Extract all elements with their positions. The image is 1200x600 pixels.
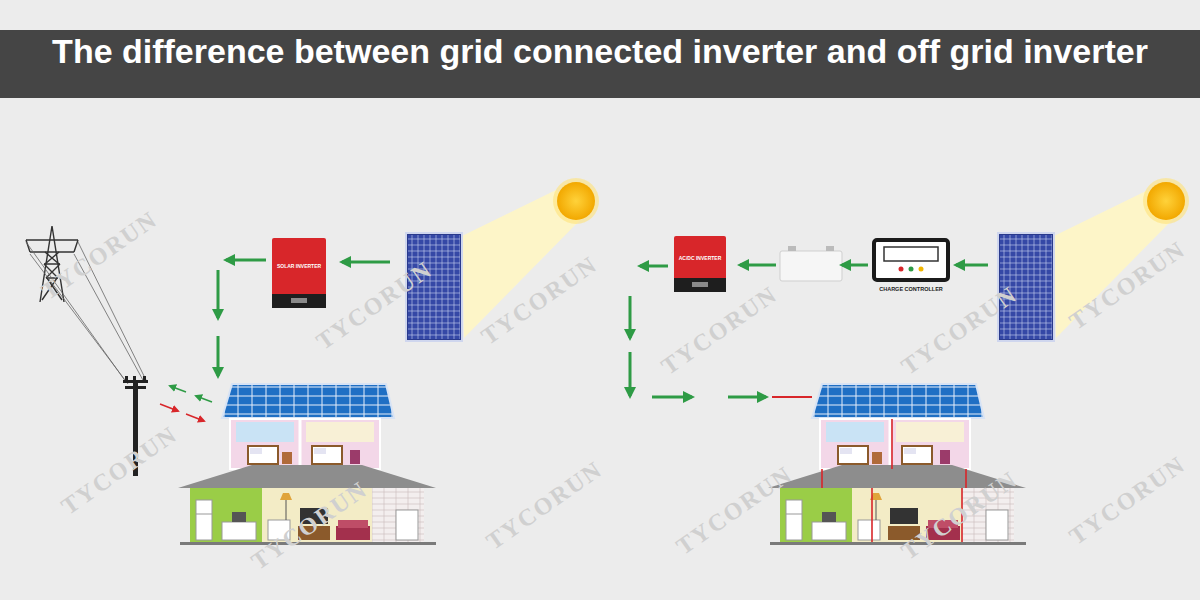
flow-arrows [217, 270, 220, 318]
grid-exchange-arrows [160, 404, 178, 411]
sun-and-light [1143, 178, 1189, 224]
flow-arrows [956, 264, 988, 267]
battery [780, 251, 842, 281]
flow-arrows [629, 296, 632, 338]
flow-arrows [652, 396, 692, 399]
pylon [26, 240, 78, 252]
flow-arrows [629, 352, 632, 396]
device-part [674, 278, 726, 292]
device-part [291, 298, 307, 303]
solar-inverter-outline [272, 238, 326, 308]
sun-and-light [553, 178, 599, 224]
battery [826, 246, 834, 251]
house-wiring [822, 469, 966, 488]
flow-arrows [226, 259, 266, 262]
utility-pole [143, 376, 146, 380]
title: The difference between grid connected in… [52, 34, 1148, 68]
grid-exchange-arrows [186, 414, 204, 421]
grid-exchange-arrows [170, 386, 186, 392]
acdc-inverter: AC/DC INVERTER [674, 236, 726, 292]
device-part [884, 247, 938, 261]
device-part [874, 240, 948, 280]
solar-inverter: SOLAR INVERTER [272, 238, 326, 308]
flow-arrows [217, 336, 220, 376]
flow-arrows [728, 396, 766, 399]
device-part [674, 236, 726, 292]
device-part [899, 267, 904, 272]
battery [788, 246, 796, 251]
device-part [909, 267, 914, 272]
grid-exchange-arrows [160, 386, 212, 421]
device-part [692, 282, 708, 287]
device-part [272, 238, 326, 308]
battery [780, 246, 842, 281]
device-part [272, 294, 326, 308]
grid-exchange-arrows [196, 396, 212, 402]
watermark: TYCORUN [57, 420, 183, 520]
watermark: TYCORUN [1065, 450, 1191, 550]
utility-pole [125, 376, 128, 380]
house-wiring [871, 488, 873, 542]
watermark: TYCORUN [482, 455, 608, 555]
charge-controller: CHARGE CONTROLLER [872, 238, 950, 296]
house-wiring [891, 419, 893, 469]
device-label: AC/DC INVERTER [679, 256, 722, 261]
device-caption: CHARGE CONTROLLER [879, 287, 943, 293]
utility-pole [133, 376, 136, 380]
flow-arrows [740, 264, 776, 267]
flow-arrows [842, 264, 868, 267]
device-label: SOLAR INVERTER [277, 264, 321, 269]
watermark: TYCORUN [657, 280, 783, 380]
acdc-inverter-outline [674, 236, 726, 292]
houses [768, 384, 1026, 545]
utility-pole [123, 380, 148, 383]
flow-arrows [342, 261, 390, 264]
device-part [919, 267, 924, 272]
flow-arrows [640, 265, 668, 268]
utility-pole [125, 386, 146, 389]
feed-wire [772, 396, 812, 398]
